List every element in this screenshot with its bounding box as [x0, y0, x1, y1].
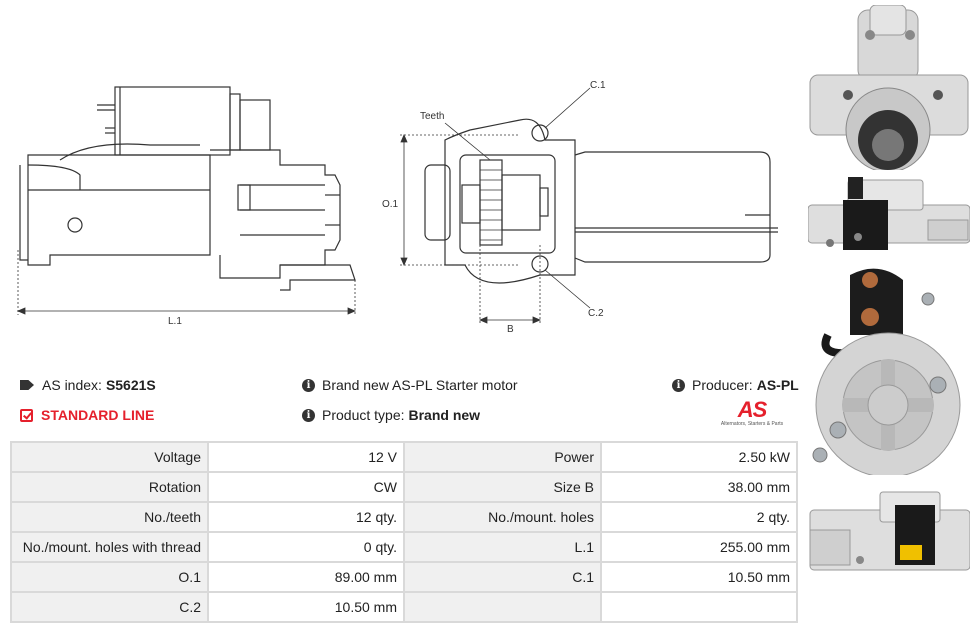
b-label: B	[507, 324, 514, 335]
side-view-drawing	[16, 86, 357, 315]
spec-label: Power	[403, 441, 602, 473]
info-icon: i	[302, 408, 315, 422]
spec-label	[403, 591, 602, 623]
as-index: AS index: S5621S	[20, 377, 156, 393]
standard-line-badge: STANDARD LINE	[20, 407, 154, 423]
producer: i Producer: AS-PL	[672, 377, 799, 393]
photo-front[interactable]	[808, 5, 970, 170]
spec-value: 12 V	[207, 441, 405, 473]
spec-value: 10.50 mm	[600, 561, 798, 593]
height-label: O.1	[382, 199, 399, 210]
producer-label: Producer:	[692, 377, 753, 393]
spec-label: C.2	[10, 591, 209, 623]
check-icon	[20, 408, 33, 422]
product-type-value: Brand new	[408, 407, 481, 423]
spec-label: C.1	[403, 561, 602, 593]
spec-label: Size B	[403, 471, 602, 503]
spec-value: 255.00 mm	[600, 531, 798, 563]
c1-label: C.1	[590, 80, 606, 91]
as-pl-logo: AS Alternators, Starters & Parts	[712, 397, 792, 428]
spec-value: 12 qty.	[207, 501, 405, 533]
producer-value: AS-PL	[756, 377, 799, 393]
logo-tagline: Alternators, Starters & Parts	[720, 421, 784, 427]
product-type-label: Product type:	[322, 407, 405, 423]
product-title-text: Brand new AS-PL Starter motor	[322, 377, 518, 393]
spec-label: No./teeth	[10, 501, 209, 533]
front-view-drawing	[400, 87, 778, 325]
teeth-label: Teeth	[420, 111, 444, 122]
product-type: i Product type: Brand new	[302, 407, 480, 423]
spec-value: 0 qty.	[207, 531, 405, 563]
as-index-label: AS index:	[42, 377, 102, 393]
photo-side-bottom[interactable]	[805, 490, 970, 580]
standard-line-label: STANDARD LINE	[41, 407, 155, 423]
info-icon: i	[672, 378, 685, 392]
product-photos	[800, 0, 976, 636]
spec-value: CW	[207, 471, 405, 503]
tag-icon	[20, 380, 34, 390]
photo-side-top[interactable]	[808, 175, 970, 255]
length-label: L.1	[168, 316, 182, 327]
spec-value: 2 qty.	[600, 501, 798, 533]
spec-label: No./mount. holes	[403, 501, 602, 533]
spec-value	[600, 591, 798, 623]
info-icon: i	[302, 378, 315, 392]
spec-label: O.1	[10, 561, 209, 593]
as-index-value: S5621S	[105, 377, 156, 393]
technical-drawing: L.1 O.1 Teeth C.1 C.2 B	[16, 80, 778, 335]
spec-label: Voltage	[10, 441, 209, 473]
logo-mark: AS	[737, 397, 768, 422]
c2-label: C.2	[588, 308, 604, 319]
spec-value: 2.50 kW	[600, 441, 798, 473]
spec-value: 38.00 mm	[600, 471, 798, 503]
spec-label: L.1	[403, 531, 602, 563]
spec-value: 89.00 mm	[207, 561, 405, 593]
product-title: i Brand new AS-PL Starter motor	[302, 377, 518, 393]
spec-value: 10.50 mm	[207, 591, 405, 623]
photo-rear[interactable]	[808, 265, 970, 475]
spec-label: No./mount. holes with thread	[10, 531, 209, 563]
spec-label: Rotation	[10, 471, 209, 503]
